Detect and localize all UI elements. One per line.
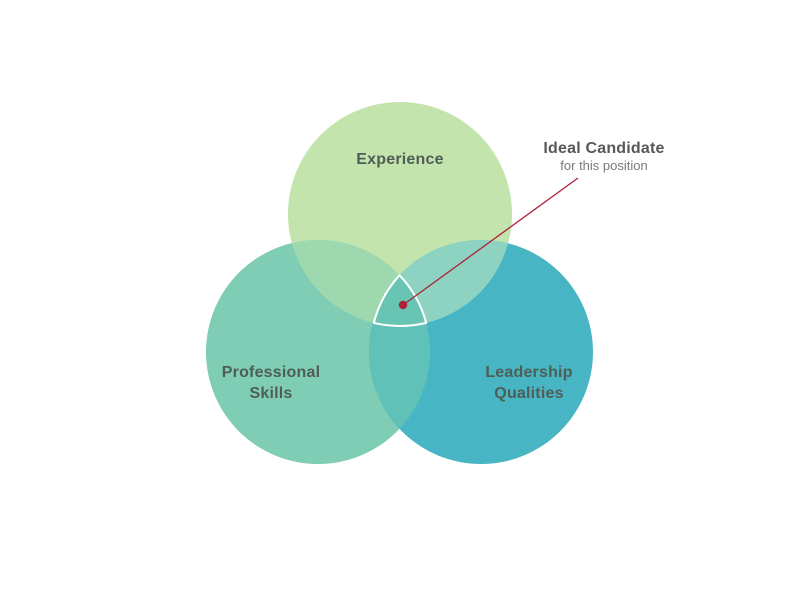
annotation-dot: [398, 300, 408, 310]
overlap-experience-leadership: [369, 240, 512, 326]
annotation-line: [402, 177, 579, 306]
annotation-subtitle: for this position: [560, 158, 648, 173]
annotation-title: Ideal Candidate: [543, 140, 665, 157]
annotation: Ideal Candidate for this position: [514, 140, 694, 174]
overlap-experience-professional: [288, 240, 430, 326]
